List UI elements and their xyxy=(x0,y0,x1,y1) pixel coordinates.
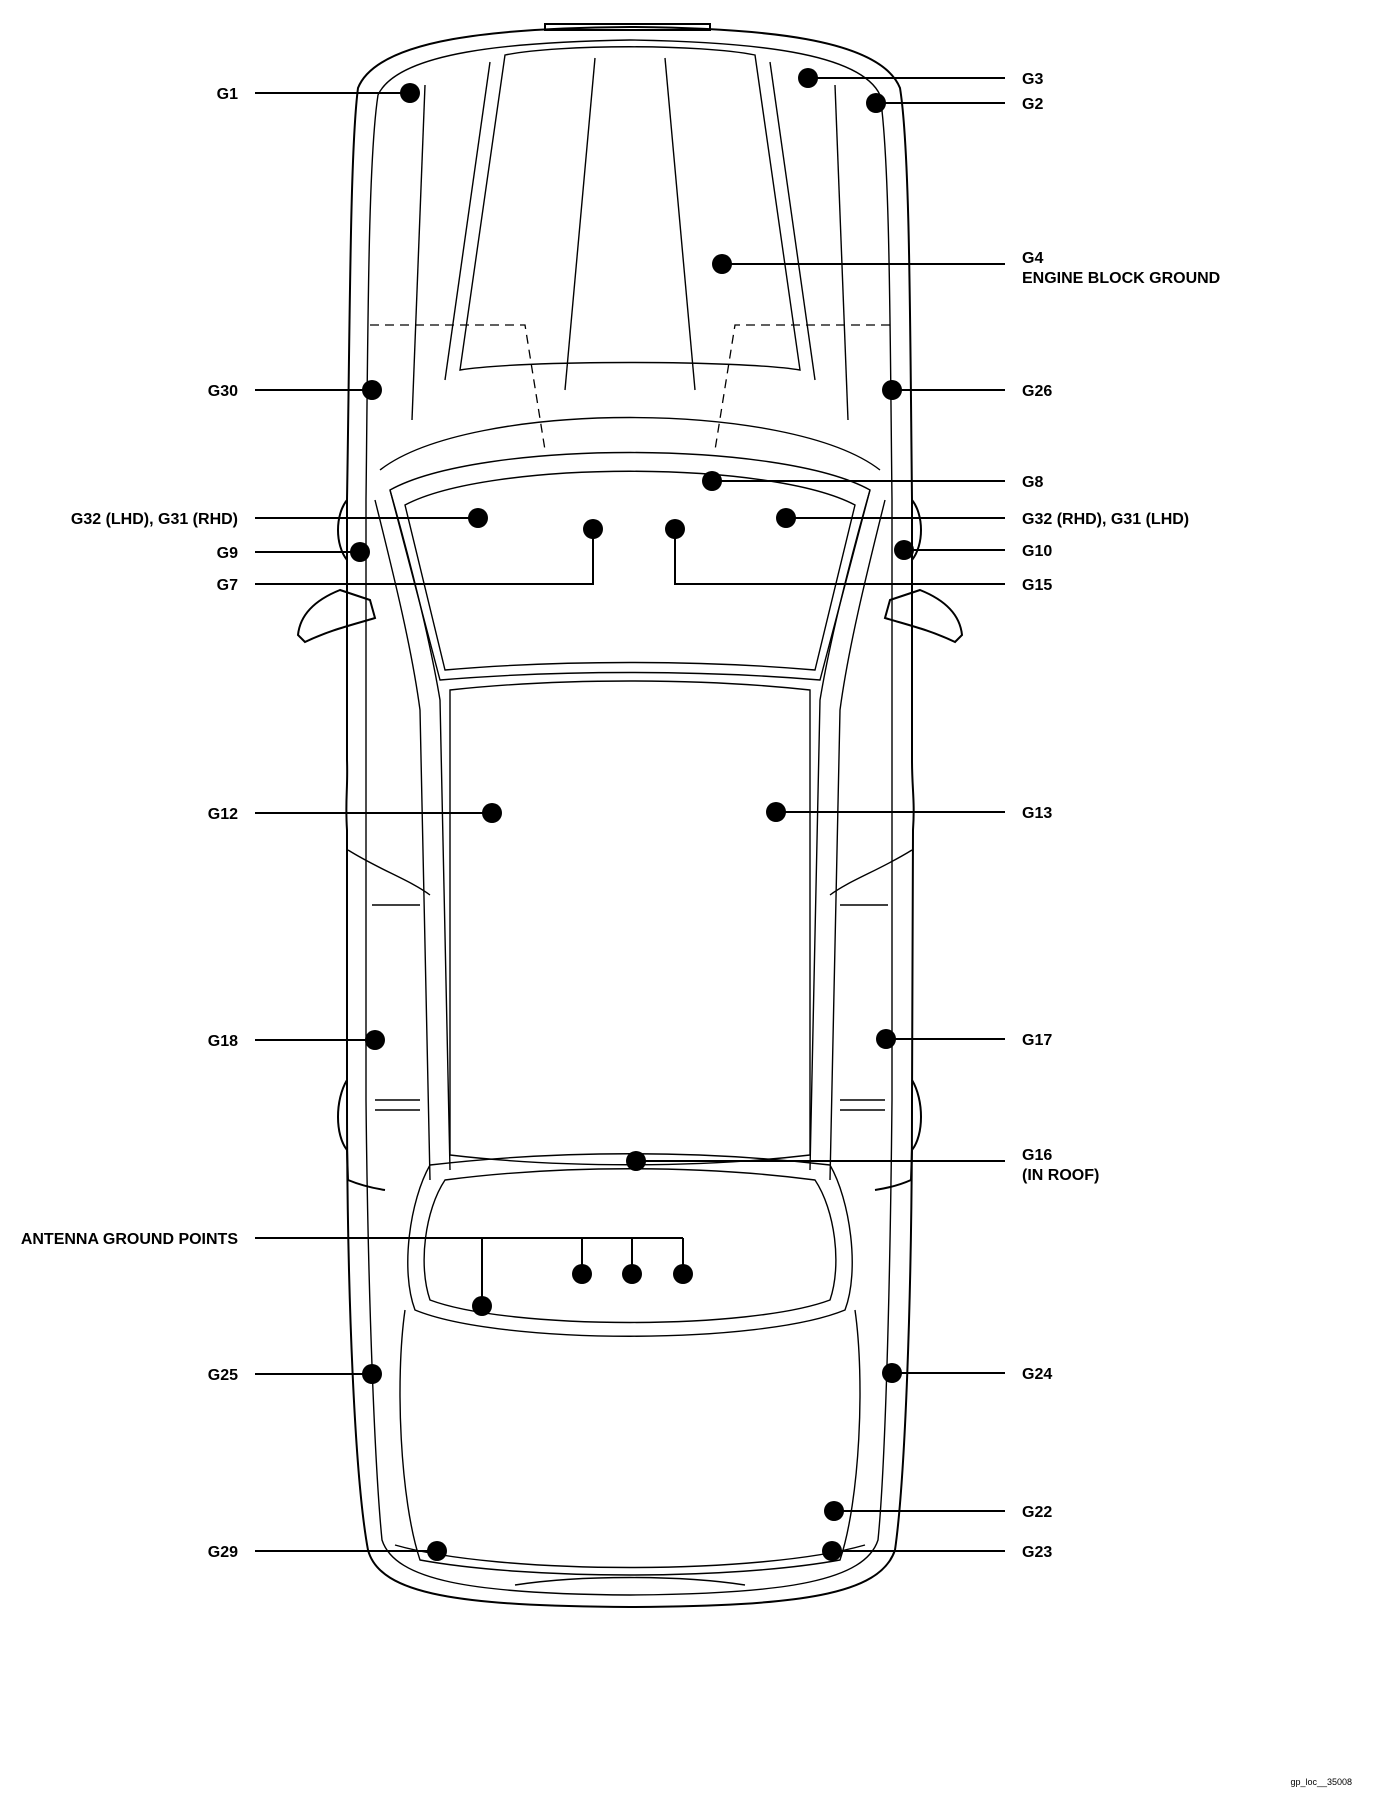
g1-dot xyxy=(400,83,420,103)
g10-label: G10 xyxy=(1022,543,1052,560)
mirror-left xyxy=(296,588,377,644)
door-detail-right-front xyxy=(829,849,913,906)
ground-points: G1 G3 G2 G4 ENGINE BLOCK GROUND G30 G26 … xyxy=(21,68,1220,1561)
g16-description: (IN ROOF) xyxy=(1022,1167,1099,1184)
cowl-line xyxy=(379,416,881,471)
g18-dot xyxy=(365,1030,385,1050)
antenna-dot-2 xyxy=(572,1264,592,1284)
rear-window-inner xyxy=(423,1168,837,1324)
g17-dot xyxy=(876,1029,896,1049)
engine-bay-dashed xyxy=(370,324,890,451)
g8-label: G8 xyxy=(1022,474,1043,491)
g3-dot xyxy=(798,68,818,88)
g12-dot xyxy=(482,803,502,823)
hood-line-right xyxy=(769,61,816,381)
g7-leader xyxy=(255,530,594,585)
g4-dot xyxy=(712,254,732,274)
g2-label: G2 xyxy=(1022,96,1043,113)
g15-dot xyxy=(665,519,685,539)
roof-rail-left xyxy=(389,489,451,1171)
car-body-outer xyxy=(345,25,915,1609)
g29-label: G29 xyxy=(208,1544,238,1561)
g4-description: ENGINE BLOCK GROUND xyxy=(1022,270,1220,287)
g10-dot xyxy=(894,540,914,560)
rear-bumper-line xyxy=(394,1544,866,1569)
roof-rail-right xyxy=(809,489,871,1171)
g8-dot xyxy=(702,471,722,491)
g24-dot xyxy=(882,1363,902,1383)
wheel-arch-left-rear xyxy=(337,1079,386,1191)
rear-window-outer xyxy=(407,1153,853,1337)
g15-label: G15 xyxy=(1022,577,1052,594)
g4-label: G4 xyxy=(1022,250,1043,267)
door-detail-right-rear xyxy=(840,1099,885,1111)
front-bumper-bar xyxy=(544,23,711,31)
g2-dot xyxy=(866,93,886,113)
windshield-outer xyxy=(389,451,871,681)
g25-dot xyxy=(362,1364,382,1384)
antenna-dot-1 xyxy=(472,1296,492,1316)
g30-label: G30 xyxy=(208,383,238,400)
door-detail-left-rear xyxy=(375,1099,420,1111)
g25-label: G25 xyxy=(208,1367,238,1384)
g24-label: G24 xyxy=(1022,1366,1052,1383)
hood-crease-left xyxy=(564,57,596,391)
g32-rhd-dot xyxy=(776,508,796,528)
g22-dot xyxy=(824,1501,844,1521)
roof-panel xyxy=(449,680,811,1166)
antenna-dot-4 xyxy=(673,1264,693,1284)
g12-label: G12 xyxy=(208,806,238,823)
hood-crease-right xyxy=(664,57,696,391)
car-body-inner xyxy=(365,39,893,1596)
g18-label: G18 xyxy=(208,1033,238,1050)
g16-dot xyxy=(626,1151,646,1171)
antenna-dot-3 xyxy=(622,1264,642,1284)
g9-label: G9 xyxy=(217,545,238,562)
door-detail-left-front xyxy=(347,849,431,906)
g7-label: G7 xyxy=(217,577,238,594)
g29-dot xyxy=(427,1541,447,1561)
image-code: gp_loc__35008 xyxy=(1290,1777,1352,1787)
g22-label: G22 xyxy=(1022,1504,1052,1521)
g32-rhd-label: G32 (RHD), G31 (LHD) xyxy=(1022,511,1189,528)
rear-plate-recess xyxy=(514,1576,746,1586)
g9-dot xyxy=(350,542,370,562)
roof-rail-right-2 xyxy=(829,499,886,1181)
trunk-lid xyxy=(399,1309,861,1576)
hood-panel xyxy=(459,46,801,371)
antenna-label: ANTENNA GROUND POINTS xyxy=(21,1231,239,1248)
g30-dot xyxy=(362,380,382,400)
wheel-arch-right-rear xyxy=(874,1079,922,1191)
g32-lhd-dot xyxy=(468,508,488,528)
g13-label: G13 xyxy=(1022,805,1052,822)
g3-label: G3 xyxy=(1022,71,1043,88)
car-outline xyxy=(296,23,964,1609)
g15-leader xyxy=(674,529,1005,585)
mirror-right xyxy=(883,588,964,644)
g32-lhd-label: G32 (LHD), G31 (RHD) xyxy=(71,511,238,528)
g23-label: G23 xyxy=(1022,1544,1052,1561)
fender-line-left xyxy=(411,84,426,421)
g26-label: G26 xyxy=(1022,383,1052,400)
g23-dot xyxy=(822,1541,842,1561)
g17-label: G17 xyxy=(1022,1032,1052,1049)
wheel-arch-left-front xyxy=(337,499,348,561)
wheel-arch-right-front xyxy=(911,499,922,561)
g26-dot xyxy=(882,380,902,400)
fender-line-right xyxy=(834,84,849,421)
windshield-inner xyxy=(404,470,856,671)
g1-label: G1 xyxy=(217,86,238,103)
g7-dot xyxy=(583,519,603,539)
g13-dot xyxy=(766,802,786,822)
g16-label: G16 xyxy=(1022,1147,1052,1164)
roof-rail-left-2 xyxy=(374,499,431,1181)
hood-line-left xyxy=(444,61,491,381)
